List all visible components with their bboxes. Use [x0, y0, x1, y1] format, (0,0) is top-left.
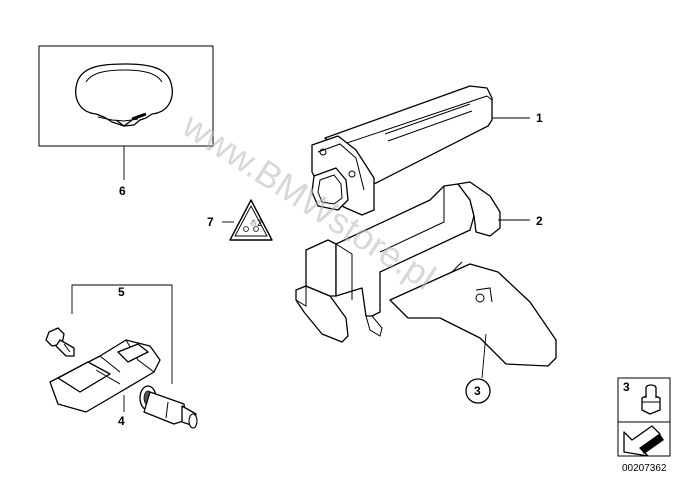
- nut-icon: [641, 384, 661, 415]
- tire-cross-section: [75, 63, 173, 127]
- tpms-sensor-group: [45, 284, 198, 429]
- callout-2: 2: [536, 214, 543, 228]
- warning-symbol-icon: ☃2: [249, 217, 262, 228]
- reference-number: 00207362: [622, 463, 667, 474]
- callout-6: 6: [119, 184, 126, 198]
- sensor-valve-part: [139, 385, 198, 429]
- legend-box: [617, 377, 671, 457]
- callout-3: 3: [474, 384, 481, 398]
- legend-number: 3: [623, 380, 630, 394]
- callout-1: 1: [536, 111, 543, 125]
- arrow-icon: [623, 425, 664, 457]
- bracket-part: [295, 181, 557, 367]
- callout-4: 4: [118, 414, 125, 428]
- sensor-body-part: [49, 339, 161, 413]
- callout-3-group: [465, 333, 491, 404]
- tire-section-group: [38, 45, 214, 180]
- callout-5: 5: [118, 285, 125, 299]
- tire-section-frame: [38, 45, 214, 147]
- callout-7: 7: [207, 215, 214, 229]
- sensor-screw-part: [45, 327, 75, 357]
- warning-label-part: ☃2: [222, 199, 273, 241]
- control-unit-part: [311, 85, 530, 216]
